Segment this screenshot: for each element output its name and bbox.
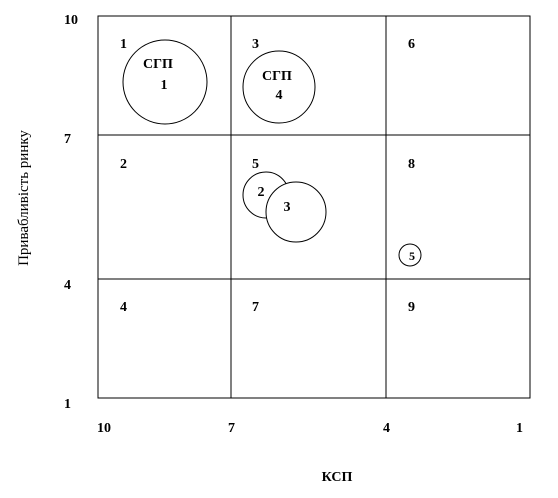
sbu-circle-3: 3	[265, 181, 327, 243]
sbu-circle-5: 5	[398, 243, 422, 267]
sbu-circle-number: 2	[258, 185, 265, 200]
sbu-circle-number: 1	[161, 78, 168, 93]
y-tick-10: 10	[64, 13, 78, 28]
cell-number: 4	[120, 300, 127, 315]
x-tick-4: 4	[383, 421, 390, 436]
cell-number: 9	[408, 300, 415, 315]
y-axis-label: Привабливість ринку	[16, 130, 32, 266]
cell-number: 7	[252, 300, 259, 315]
sbu-circle-number: 5	[409, 249, 415, 263]
cell-number: 2	[120, 157, 127, 172]
sbu-circle-1: СГП 1	[122, 39, 208, 125]
x-tick-7: 7	[228, 421, 235, 436]
y-tick-7: 7	[64, 132, 71, 147]
sbu-circle-label: СГП	[143, 57, 173, 72]
cell-number: 5	[252, 157, 259, 172]
sbu-circle-number: 3	[284, 200, 291, 215]
x-tick-1: 1	[516, 421, 523, 436]
y-tick-4: 4	[64, 278, 71, 293]
x-tick-10: 10	[97, 421, 111, 436]
y-tick-1: 1	[64, 397, 71, 412]
sbu-circle-4: СГП 4	[242, 50, 316, 124]
matrix-frame	[97, 15, 531, 399]
cell-number: 6	[408, 37, 415, 52]
sbu-circle-label: СГП	[262, 69, 292, 84]
cell-number: 3	[252, 37, 259, 52]
cell-number: 8	[408, 157, 415, 172]
sbu-circle-number: 4	[276, 88, 283, 103]
cell-number: 1	[120, 37, 127, 52]
x-axis-label: КСП	[322, 470, 353, 485]
